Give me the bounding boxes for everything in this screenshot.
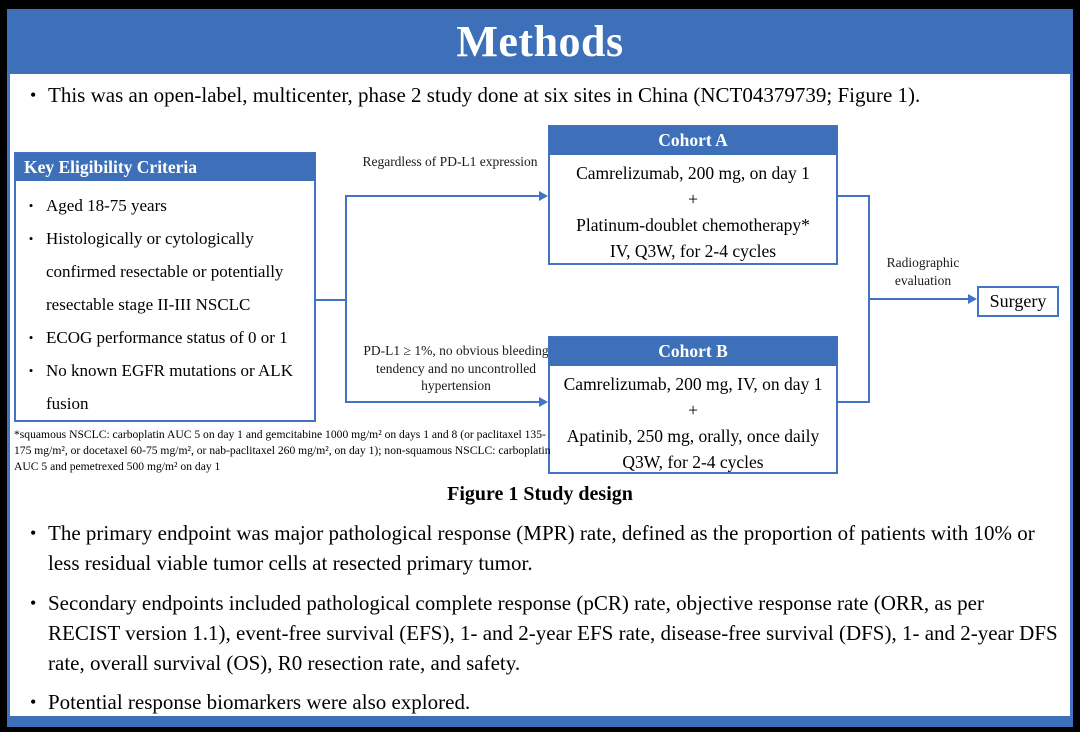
- cohort-a-line: Camrelizumab, 200 mg, on day 1: [576, 163, 810, 183]
- cohort-a-line: IV, Q3W, for 2-4 cycles: [609, 241, 777, 261]
- cohort-a-box: Cohort A Camrelizumab, 200 mg, on day 1 …: [548, 125, 838, 265]
- content-area: • This was an open-label, multicenter, p…: [7, 74, 1073, 716]
- bullet-marker: •: [28, 363, 34, 378]
- connector-line: [838, 195, 870, 197]
- eligibility-item: • Histologically or cytologically confir…: [16, 222, 308, 321]
- arrowhead-icon: [539, 397, 548, 407]
- biomarkers-text: Potential response biomarkers were also …: [48, 690, 471, 714]
- cohort-b-body: Camrelizumab, 200 mg, IV, on day 1 + Apa…: [550, 365, 836, 475]
- eligibility-item: • No known EGFR mutations or ALK fusion: [16, 354, 308, 420]
- cohort-b-line: Apatinib, 250 mg, orally, once daily: [566, 426, 820, 446]
- chemo-footnote: *squamous NSCLC: carboplatin AUC 5 on da…: [14, 428, 551, 473]
- cohort-b-line: Q3W, for 2-4 cycles: [622, 452, 764, 472]
- secondary-endpoint-text: Secondary endpoints included pathologica…: [48, 591, 1058, 675]
- eligibility-box: Key Eligibility Criteria • Aged 18-75 ye…: [14, 152, 316, 422]
- eligibility-item: • ECOG performance status of 0 or 1: [16, 321, 308, 354]
- arrowhead-icon: [968, 294, 977, 304]
- radiographic-evaluation-label: Radiographic evaluation: [886, 255, 960, 288]
- cohort-b-line: Camrelizumab, 200 mg, IV, on day 1: [563, 374, 823, 394]
- surgery-label: Surgery: [989, 291, 1047, 311]
- eligibility-list: • Aged 18-75 years • Histologically or c…: [16, 189, 314, 420]
- branch-vertical-line: [345, 195, 347, 403]
- bullet-marker: •: [30, 692, 37, 712]
- cohort-a-header: Cohort A: [549, 126, 837, 155]
- eligibility-item: • Aged 18-75 years: [16, 189, 308, 222]
- cohort-b-line: +: [688, 400, 698, 420]
- intro-bullet: • This was an open-label, multicenter, p…: [22, 80, 1057, 110]
- biomarkers-bullet: • Potential response biomarkers were als…: [22, 687, 1060, 717]
- branch-bottom-label: PD-L1 ≥ 1%, no obvious bleeding tendency…: [363, 343, 549, 393]
- surgery-box: Surgery: [977, 286, 1059, 317]
- cohort-a-line: Platinum-doublet chemotherapy*: [576, 215, 810, 235]
- bullet-marker: •: [30, 593, 37, 613]
- title-bar: Methods: [7, 9, 1073, 74]
- arrowhead-icon: [539, 191, 548, 201]
- cohort-b-box: Cohort B Camrelizumab, 200 mg, IV, on da…: [548, 336, 838, 474]
- cohort-b-header: Cohort B: [549, 337, 837, 366]
- cohort-a-line: +: [688, 189, 698, 209]
- connector-line: [345, 195, 539, 197]
- connector-line: [345, 401, 539, 403]
- page-title: Methods: [456, 17, 624, 66]
- bullet-marker: •: [30, 85, 37, 105]
- bullet-marker: •: [28, 198, 34, 213]
- connector-line: [868, 298, 968, 300]
- bullet-marker: •: [28, 231, 34, 246]
- bullet-marker: •: [28, 330, 34, 345]
- eligibility-header: Key Eligibility Criteria: [15, 153, 315, 181]
- branch-top-label: Regardless of PD-L1 expression: [362, 154, 538, 169]
- bullet-marker: •: [30, 523, 37, 543]
- figure-caption: Figure 1 Study design: [447, 483, 633, 505]
- connector-line: [838, 401, 870, 403]
- cohort-a-body: Camrelizumab, 200 mg, on day 1 + Platinu…: [550, 154, 836, 264]
- intro-bullet-text: This was an open-label, multicenter, pha…: [48, 83, 921, 107]
- secondary-endpoint-bullet: • Secondary endpoints included pathologi…: [22, 588, 1060, 678]
- bottom-accent-bar: [7, 716, 1073, 727]
- primary-endpoint-text: The primary endpoint was major pathologi…: [48, 521, 1035, 575]
- connector-line: [314, 299, 346, 301]
- primary-endpoint-bullet: • The primary endpoint was major patholo…: [22, 518, 1060, 578]
